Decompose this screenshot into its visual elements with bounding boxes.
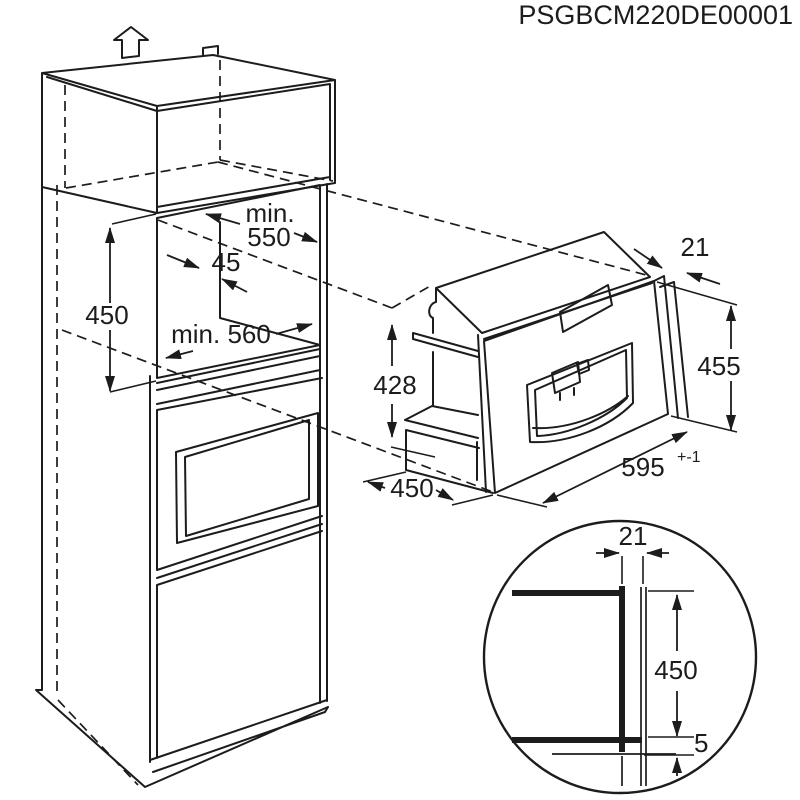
detail-height-ext [648, 590, 694, 738]
rear-gap-label: 45 [212, 247, 241, 277]
detail-circle-outline [482, 519, 758, 795]
body-height-label: 428 [373, 370, 416, 400]
detail-height-label: 450 [654, 655, 697, 685]
side-height-ext [656, 281, 738, 433]
depth-ext [362, 471, 494, 506]
cabinet-hidden-edges [56, 60, 334, 786]
niche-depth-arrow-right [275, 323, 313, 335]
depth-arrow-left [367, 481, 386, 492]
removal-arrow-icon [113, 26, 149, 59]
overlap-arrow-right [686, 272, 721, 285]
coffee-spout [551, 359, 590, 401]
appliance-dimensions: 21 455 428 450 595 +-1 [362, 232, 741, 508]
overlap-label: 21 [681, 232, 710, 262]
niche-side-wall [653, 275, 689, 419]
niche-height-label: 450 [85, 300, 128, 330]
side-height-label: 455 [697, 351, 740, 381]
niche-width-arrow-left [205, 213, 241, 225]
depth-label: 450 [390, 473, 433, 503]
detail-section-thick-lines [512, 586, 642, 752]
detail-section-thin-lines [552, 587, 676, 786]
cabinet-dimensions: 450 min. 550 45 min. 560 [85, 198, 318, 393]
overlap-arrow-left [633, 248, 663, 269]
width-ext [496, 494, 548, 508]
niche-depth-label: min. 560 [171, 319, 271, 349]
appliance-fascia [483, 280, 669, 494]
niche-height-ext [109, 213, 157, 393]
niche-width-value-label: 550 [247, 222, 290, 252]
detail-overlap-ext [621, 556, 644, 584]
drawing-title: PSGBCM220DE00001 [518, 0, 793, 30]
niche-width-arrow-right [293, 231, 318, 243]
cabinet-body [35, 183, 329, 788]
niche-width-min-label: min. [245, 198, 294, 228]
rear-gap-arrow-lower [221, 278, 248, 293]
body-height-ext [390, 446, 436, 458]
width-tolerance-label: +-1 [677, 449, 701, 466]
depth-arrow-right [435, 488, 454, 501]
niche-depth-arrow-left [165, 349, 194, 360]
detail-gap-label: 5 [694, 728, 708, 758]
detail-circle: 21 450 5 [482, 519, 758, 795]
width-arrow [542, 431, 688, 504]
appliance-display [559, 284, 613, 333]
rear-gap-arrow-upper [166, 254, 200, 269]
oven-door-window [175, 412, 319, 544]
width-label: 595 [621, 452, 664, 482]
detail-overlap-label: 21 [619, 521, 648, 551]
cabinet-drawing [35, 26, 336, 788]
